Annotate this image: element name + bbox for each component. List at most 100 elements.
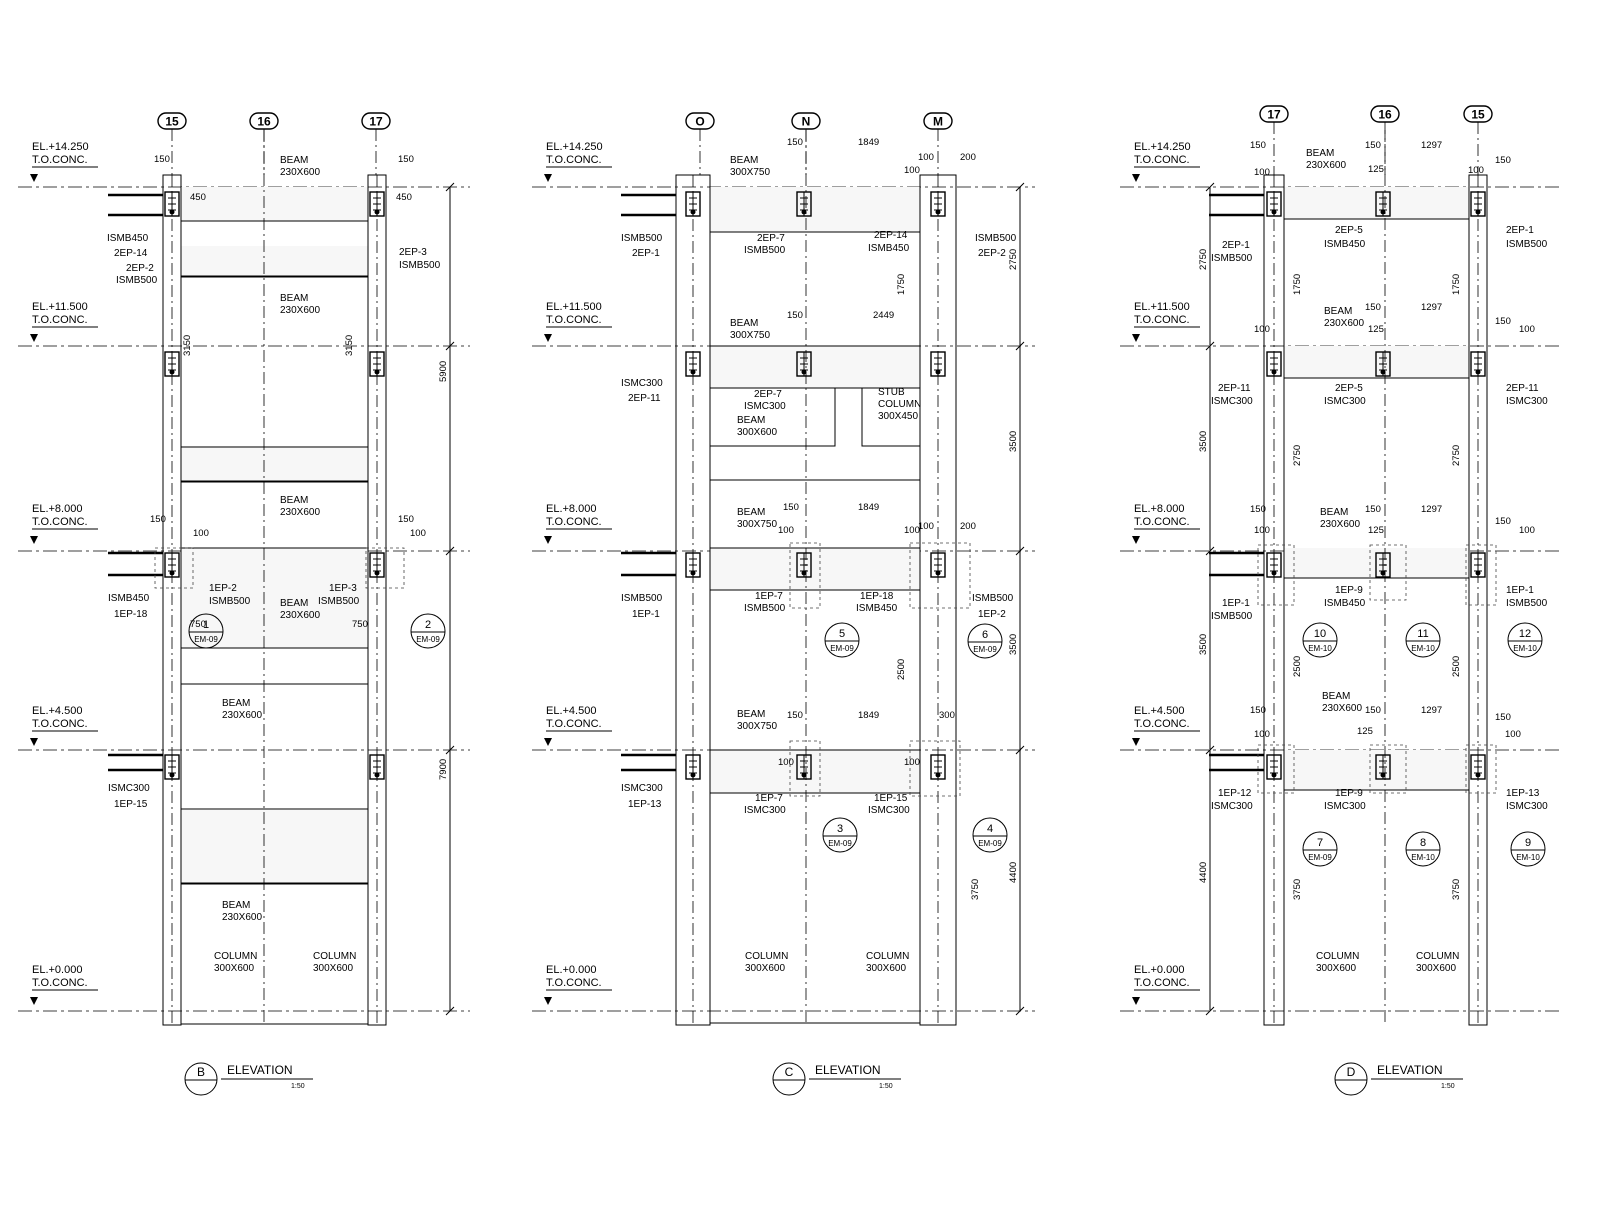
dimension-text: 2500: [1451, 656, 1462, 677]
detail-boundary: [789, 740, 821, 797]
concrete-beam: [181, 246, 368, 276]
steel-connection: [930, 552, 946, 578]
steel-connection: [1266, 191, 1282, 217]
annotation-text: 1EP-13: [628, 799, 662, 810]
section-callout: 2EM-09: [410, 613, 446, 649]
callout-sheet: EM-10: [1411, 644, 1435, 653]
annotation-text: ISMB500: [975, 233, 1017, 244]
dimension-text: 2449: [873, 310, 894, 321]
dimension-text: 150: [783, 502, 799, 513]
callout-circle: [822, 817, 858, 853]
weld-mark: [1380, 209, 1386, 215]
dimension-text: 150: [154, 154, 170, 165]
annotation-text: 230X600: [280, 167, 320, 178]
annotation-text: BEAM: [737, 415, 765, 426]
dimension-text: 150: [398, 514, 414, 525]
steel-connection: [1266, 552, 1282, 578]
steel-connection: [369, 351, 385, 377]
opening-outline: [180, 481, 369, 549]
concrete-beam: [710, 548, 920, 590]
detail-boundary: [1369, 544, 1407, 601]
annotation-text: 2EP-5: [1335, 383, 1363, 394]
weld-mark: [801, 209, 807, 215]
callout-number: 7: [1317, 837, 1323, 849]
dimension-text: 150: [150, 514, 166, 525]
dimension-tick: [1205, 341, 1215, 351]
elevation-arrow: [30, 738, 38, 746]
annotation-text: COLUMN: [745, 951, 788, 962]
elevation-value: EL.+11.500: [546, 301, 602, 313]
callout-number: 1: [203, 619, 209, 631]
title-letter: D: [1347, 1065, 1356, 1079]
detail-boundary: [1257, 544, 1295, 606]
annotation-text: ISMC300: [1211, 396, 1253, 407]
dimension-text: 3750: [1292, 879, 1303, 900]
dimension-text: 450: [190, 192, 206, 203]
elevation-ref: T.O.CONC.: [1134, 718, 1190, 730]
annotation-text: ISMB450: [108, 593, 150, 604]
annotation-text: 300X600: [214, 963, 254, 974]
title-scale: 1:50: [879, 1083, 893, 1090]
dimension-text: 1750: [896, 274, 907, 295]
weld-mark: [935, 369, 941, 375]
callout-number: 6: [982, 629, 988, 641]
annotation-text: BEAM: [280, 293, 308, 304]
annotation-text: ISMB500: [621, 593, 663, 604]
dimension-text: 125: [1368, 525, 1384, 536]
dimension-text: 100: [918, 521, 934, 532]
annotation-text: 300X600: [745, 963, 785, 974]
elevation-arrow: [544, 334, 552, 342]
elevation-ref: T.O.CONC.: [32, 154, 88, 166]
dimension-text: 150: [1250, 705, 1266, 716]
weld-mark: [935, 570, 941, 576]
weld-mark: [169, 209, 175, 215]
title-circle: [184, 1062, 218, 1096]
dimension-text: 150: [1250, 140, 1266, 151]
callout-number: 11: [1417, 628, 1428, 640]
dimension-text: 1849: [858, 710, 879, 721]
callout-number: 12: [1519, 628, 1531, 640]
annotation-text: 300X750: [737, 519, 777, 530]
dimension-text: 200: [960, 152, 976, 163]
annotation-text: 1EP-7: [755, 793, 783, 804]
weld-mark: [801, 570, 807, 576]
title-scale: 1:50: [291, 1083, 305, 1090]
elevation-ref: T.O.CONC.: [32, 314, 88, 326]
annotation-text: 2EP-1: [1222, 240, 1250, 251]
annotation-text: ISMC300: [1506, 801, 1548, 812]
annotation-text: BEAM: [1322, 691, 1350, 702]
steel-connection: [796, 351, 812, 377]
steel-connection: [1470, 552, 1486, 578]
weld-mark: [801, 369, 807, 375]
dimension-text: 3500: [1198, 431, 1209, 452]
callout-circle: [1507, 622, 1543, 658]
dimension-text: 150: [1495, 712, 1511, 723]
annotation-text: ISMB500: [1506, 598, 1548, 609]
annotation-text: 2EP-7: [757, 233, 785, 244]
annotation-text: BEAM: [737, 709, 765, 720]
steel-connection: [1470, 191, 1486, 217]
dimension-text: 3150: [182, 335, 193, 356]
dimension-text: 150: [1495, 155, 1511, 166]
dimension-text: 100: [918, 152, 934, 163]
annotation-text: BEAM: [280, 598, 308, 609]
annotation-text: 230X600: [1324, 318, 1364, 329]
weld-mark: [169, 369, 175, 375]
elevation-arrow: [1132, 334, 1140, 342]
title-text: ELEVATION: [1377, 1063, 1443, 1077]
weld-mark: [374, 772, 380, 778]
elevation-value: EL.+11.500: [32, 301, 88, 313]
callout-sheet: EM-09: [1308, 853, 1332, 862]
weld-mark: [690, 570, 696, 576]
grid-label: 16: [257, 115, 271, 129]
dimension-tick: [445, 745, 455, 755]
annotation-text: 1EP-9: [1335, 585, 1363, 596]
annotation-text: ISMC300: [1506, 396, 1548, 407]
callout-circle: [188, 613, 224, 649]
callout-circle: [1405, 622, 1441, 658]
detail-boundary: [789, 542, 821, 609]
elevation-value: EL.+8.000: [546, 503, 596, 515]
annotation-text: 2EP-2: [978, 248, 1006, 259]
title-scale: 1:50: [1441, 1083, 1455, 1090]
